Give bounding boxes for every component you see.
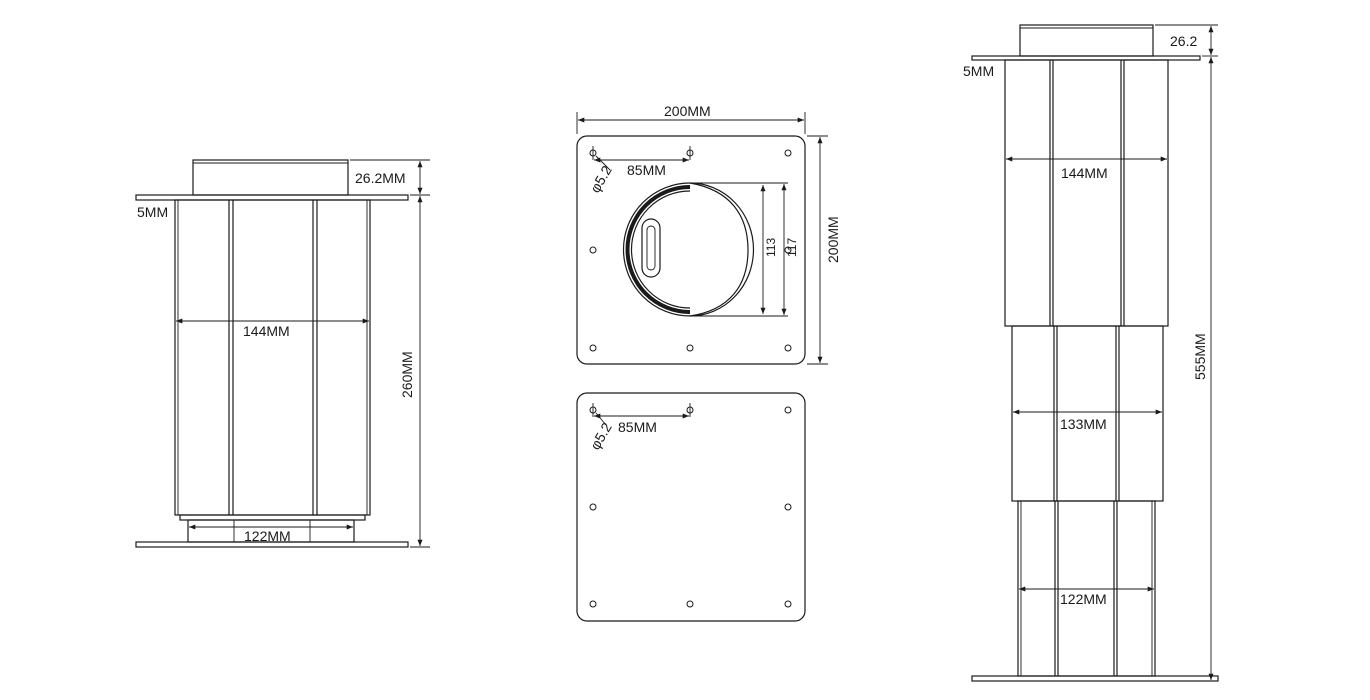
right-flange-label: 5MM (963, 63, 994, 79)
upper-width-label: 144MM (1061, 165, 1108, 181)
left-height-label: 260MM (399, 351, 415, 398)
right-top-cap (1019, 24, 1154, 57)
middle-width-label: 133MM (1060, 416, 1107, 432)
round-outlet (622, 182, 788, 317)
top-plate (576, 135, 806, 365)
bottom-hole-diameter-label: φ5.2 (587, 420, 615, 453)
left-top-height-label: 26.2MM (355, 170, 406, 186)
flange-plate (135, 194, 409, 201)
lower-width-label: 122MM (1060, 591, 1107, 607)
middle-section (1011, 325, 1164, 502)
bottom-plate (576, 392, 806, 622)
left-base-width-label: 122MM (244, 528, 291, 544)
plate-width-label: 200MM (664, 103, 711, 119)
inner-diameter-label: 113 (764, 238, 778, 257)
bottom-hole-spacing-label: 85MM (618, 419, 657, 435)
column-body (174, 199, 371, 516)
bottom-plate-view: 85MM φ5.2 (576, 392, 806, 622)
right-base-plate (971, 675, 1219, 682)
lower-section (1017, 500, 1156, 677)
left-elevation-view: 26.2MM 5MM 144MM 260MM 122MM (135, 159, 430, 548)
plate-hole-diameter-label: φ5.2 (587, 163, 615, 196)
plate-height-label: 200MM (825, 216, 841, 263)
plate-hole-spacing-label: 85MM (627, 162, 666, 178)
top-cap (192, 159, 349, 196)
left-flange-label: 5MM (137, 204, 168, 220)
base-plate (135, 541, 409, 548)
right-height-label: 555MM (1192, 333, 1208, 380)
top-plate-view: 200MM 200MM 85MM φ5.2 113 117 (576, 103, 841, 365)
right-top-height-label: 26.2 (1170, 33, 1197, 49)
upper-section (1004, 59, 1169, 327)
outer-diameter-label: 117 (785, 238, 799, 257)
left-width-label: 144MM (243, 323, 290, 339)
right-elevation-view: 26.2 5MM 144MM 133MM 122MM 555MM (963, 24, 1219, 682)
